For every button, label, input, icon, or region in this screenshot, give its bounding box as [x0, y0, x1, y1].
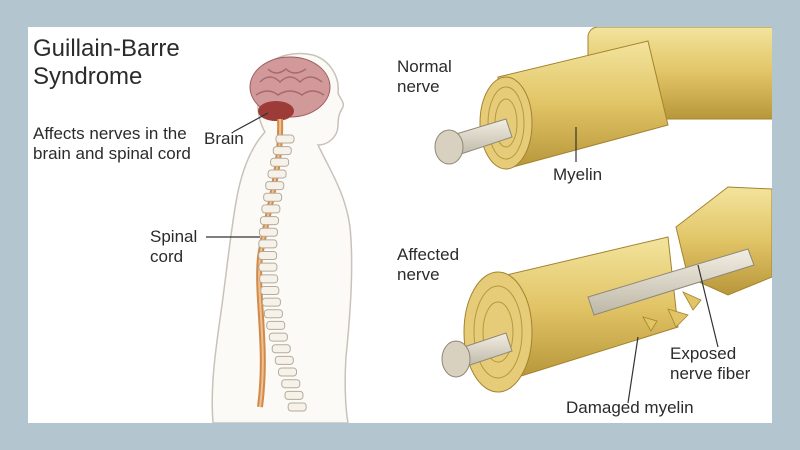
vertebra: [258, 227, 278, 237]
exposed-nerve-fiber-label: Exposed nerve fiber: [670, 344, 751, 384]
vertebra: [281, 379, 301, 389]
vertebra: [270, 157, 290, 167]
vertebra: [265, 181, 285, 191]
myelin-label: Myelin: [553, 165, 603, 184]
brain-leader: [232, 112, 269, 133]
damaged-myelin-label: Damaged myelin: [566, 398, 694, 417]
vertebra: [261, 297, 281, 307]
vertebra: [268, 332, 288, 342]
affected-nerve-label: Affected nerve: [397, 245, 460, 285]
affected-nerve-illustration: [441, 186, 772, 404]
vertebra: [277, 367, 297, 377]
vertebra: [260, 285, 280, 295]
illustration-panel: Guillain-Barre Syndrome Affects nerves i…: [28, 27, 772, 423]
vertebrae: [258, 134, 307, 412]
vertebra: [267, 169, 287, 179]
normal-nerve-label: Normal nerve: [397, 57, 452, 97]
vertebra: [258, 262, 278, 272]
vertebra: [258, 239, 278, 249]
vertebra: [275, 134, 295, 144]
vertebra: [271, 344, 291, 354]
spinal-cord-label: Spinal cord: [150, 227, 198, 267]
vertebra: [274, 355, 294, 365]
anatomy-illustration: [206, 27, 772, 423]
vertebra: [272, 146, 292, 156]
vertebra: [258, 251, 278, 261]
body-outline: [211, 52, 353, 423]
vertebra: [266, 320, 286, 330]
spine: [256, 118, 307, 412]
page-title: Guillain-Barre Syndrome: [33, 35, 180, 91]
normal-nerve-illustration: [434, 27, 772, 170]
vertebra: [261, 204, 281, 214]
description: Affects nerves in the brain and spinal c…: [33, 124, 191, 164]
vertebra: [259, 216, 279, 226]
brain-label: Brain: [204, 129, 244, 148]
vertebra: [263, 192, 283, 202]
vertebra: [259, 274, 279, 284]
vertebra: [287, 402, 307, 412]
brain: [249, 56, 331, 121]
vertebra: [284, 390, 304, 400]
vertebra: [263, 309, 283, 319]
